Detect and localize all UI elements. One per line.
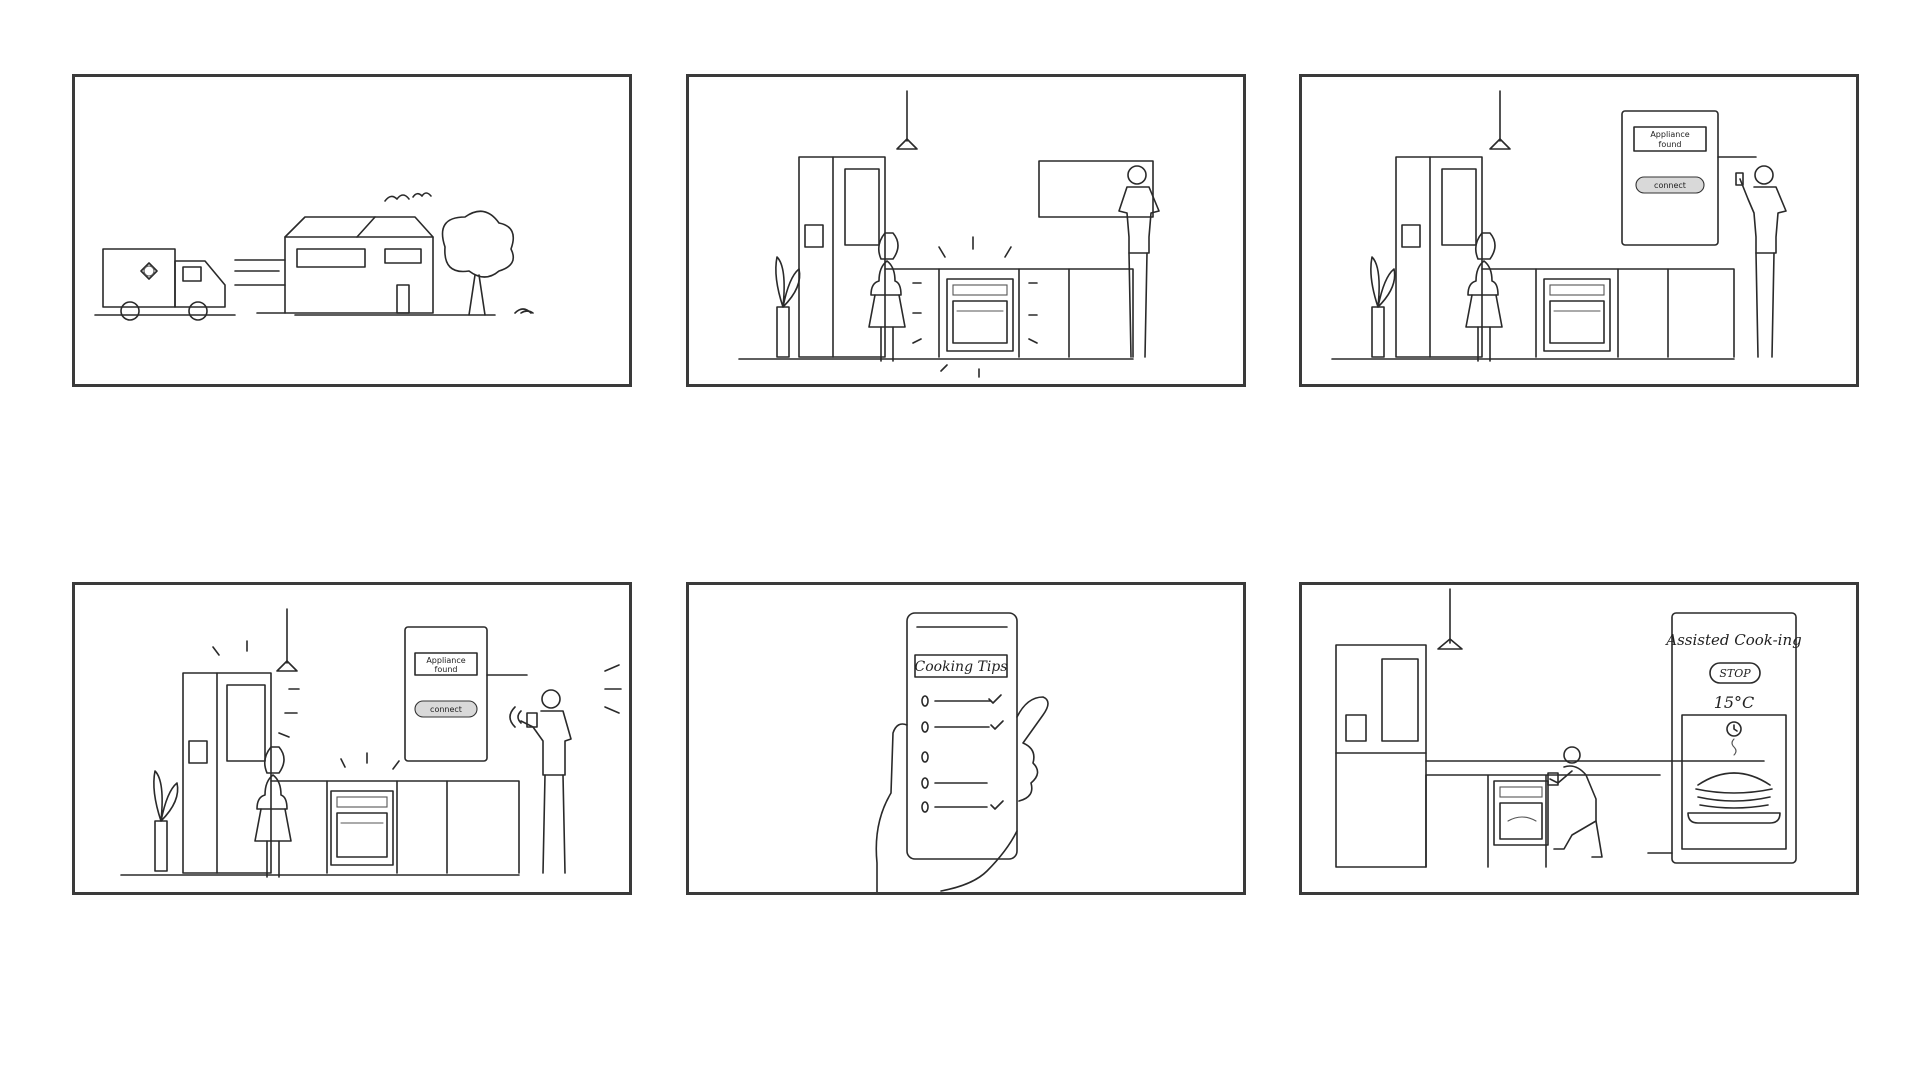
signal-waves	[509, 664, 622, 728]
storyboard-panel-5: Cooking Tips	[686, 582, 1246, 895]
appliance-connect-drawing: Appliance found connect	[120, 608, 622, 878]
oven-with-dish	[1493, 780, 1549, 846]
assisted-cooking-title: Assisted Cook-ing	[1664, 631, 1802, 649]
pendant-lamp	[896, 90, 918, 150]
oven	[330, 790, 394, 866]
appliance-found-label-line2: found	[1659, 140, 1682, 149]
storyboard-panel-6: Assisted Cook-ing STOP 15°C	[1299, 582, 1859, 895]
storyboard-panel-3: Appliance found connect	[1299, 74, 1859, 387]
storyboard-panel-2	[686, 74, 1246, 387]
woman	[1465, 232, 1503, 362]
connect-button-label: connect	[1654, 181, 1686, 190]
appliance-found-label-line2: found	[435, 665, 458, 674]
smartphone: Cooking Tips	[906, 612, 1018, 860]
assisted-cooking-drawing: Assisted Cook-ing STOP 15°C	[1335, 588, 1802, 868]
counter	[738, 268, 1134, 360]
temperature-readout: 15°C	[1714, 693, 1755, 712]
man	[1118, 165, 1160, 358]
birds	[384, 192, 432, 202]
tree	[441, 210, 515, 316]
appliance-found-label-line1: Appliance	[1650, 130, 1689, 139]
man-with-phone	[1735, 165, 1787, 358]
stop-button-label: STOP	[1719, 667, 1751, 680]
phone-popup: Appliance found connect	[404, 626, 528, 762]
delivery-scene-drawing	[94, 192, 534, 321]
connect-button[interactable]	[414, 700, 478, 718]
counter	[120, 780, 520, 876]
speed-lines	[234, 259, 286, 286]
pendant-lamp	[276, 608, 298, 672]
counter	[1425, 760, 1765, 868]
appliance-found-drawing: Appliance found connect	[1331, 90, 1787, 362]
wall-cabinet	[1038, 160, 1154, 218]
cooking-tips-title: Cooking Tips	[915, 659, 1008, 675]
delivery-truck	[102, 248, 226, 321]
timer-icon	[1726, 721, 1742, 737]
phone-popup: Appliance found connect	[1621, 110, 1757, 246]
woman	[254, 746, 292, 878]
fridge	[1395, 156, 1483, 358]
fridge	[798, 156, 886, 358]
oven-alert-rays	[912, 236, 1038, 378]
cooking-tips-drawing: Cooking Tips	[875, 612, 1049, 892]
connect-button[interactable]	[1635, 176, 1705, 194]
counter	[1331, 268, 1735, 360]
pendant-lamp	[1437, 588, 1463, 650]
kneeling-man	[1547, 746, 1603, 858]
oven	[946, 278, 1014, 352]
tips-list	[921, 694, 1004, 813]
oven-rays	[340, 752, 400, 770]
woman	[868, 232, 906, 362]
hand	[875, 696, 1049, 892]
ground	[94, 308, 534, 316]
connect-button-label: connect	[430, 705, 462, 714]
plant	[153, 770, 179, 872]
kitchen-alert-drawing	[738, 90, 1160, 378]
appliance-found-label-line1: Appliance	[426, 656, 465, 665]
plant	[1370, 256, 1396, 358]
house	[256, 216, 434, 314]
storyboard-panel-4: Appliance found connect	[72, 582, 632, 895]
fridge	[182, 672, 272, 874]
pendant-lamp	[1489, 90, 1511, 150]
man-tapping-phone	[520, 689, 572, 874]
plant	[775, 256, 801, 358]
storyboard-panel-1	[72, 74, 632, 387]
phone-assist-screen: Assisted Cook-ing STOP 15°C	[1647, 612, 1802, 864]
fridge	[1335, 644, 1427, 868]
fridge-rays	[212, 640, 300, 738]
stop-button[interactable]	[1709, 662, 1761, 684]
oven	[1543, 278, 1611, 352]
